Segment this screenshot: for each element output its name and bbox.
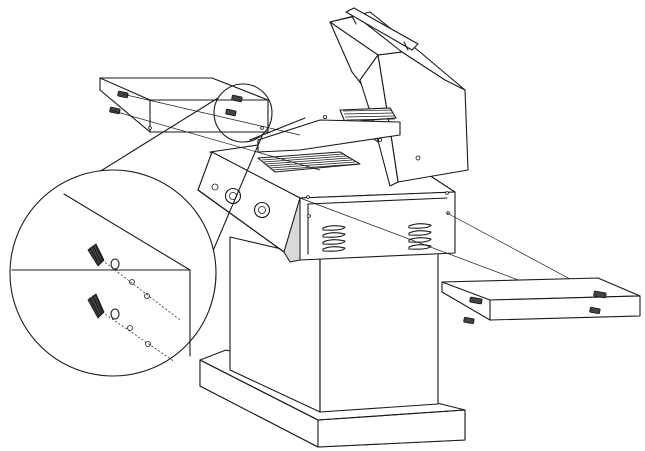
nut-icon <box>129 279 135 285</box>
cart-cabinet <box>229 236 439 413</box>
warming-rack <box>339 107 397 123</box>
nut-icon <box>144 293 150 299</box>
burner-knob-icon <box>253 201 271 219</box>
bolt-icon <box>231 94 243 103</box>
bolt-detail-icon <box>87 293 151 347</box>
nut-icon <box>127 325 133 331</box>
detail-callout-circle <box>213 83 273 143</box>
fastener-detail-magnifier <box>9 169 217 377</box>
bolt-icon <box>589 306 601 315</box>
burner-knob-icon <box>224 187 242 205</box>
washer-icon <box>110 308 120 320</box>
cooking-grate <box>257 151 361 173</box>
bolt-icon <box>463 316 475 325</box>
grill-lid <box>329 7 469 187</box>
bolt-icon <box>469 296 483 305</box>
bolt-detail-icon <box>87 243 150 299</box>
right-side-shelf <box>441 277 641 321</box>
bolt-icon <box>225 108 237 117</box>
left-side-shelf <box>99 77 269 133</box>
vent-group-right <box>408 223 432 250</box>
bolt-icon <box>593 290 607 299</box>
nut-icon <box>145 341 151 347</box>
ignition-button-icon <box>211 183 219 191</box>
vent-group-left <box>322 225 346 252</box>
washer-icon <box>110 258 120 270</box>
